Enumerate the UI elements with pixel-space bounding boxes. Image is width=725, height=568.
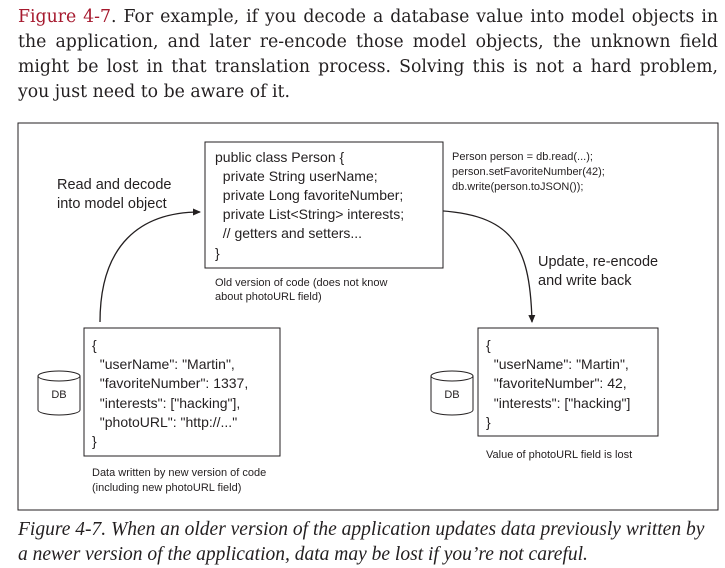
old-data-record-box <box>477 327 659 437</box>
old-code-caption: Old version of code (does not know about… <box>215 277 391 303</box>
update-reencode-label: Update, re-encode and write back <box>538 254 662 289</box>
db-label-left: DB <box>51 389 66 401</box>
update-code-snippet: Person person = db.read(...); person.set… <box>452 151 608 193</box>
figure-reference-link[interactable]: Figure 4-7 <box>18 7 112 27</box>
new-data-caption: Data written by new version of code (inc… <box>92 467 269 494</box>
paragraph-text: . For example, if you decode a database … <box>18 7 718 102</box>
database-icon-right: DB <box>430 370 474 416</box>
body-paragraph: Figure 4-7. For example, if you decode a… <box>18 5 718 105</box>
figure-caption: Figure 4-7. When an older version of the… <box>18 517 718 567</box>
old-code-listing: public class Person { private String use… <box>0 0 424 261</box>
field-lost-caption: Value of photoURL field is lost <box>486 449 632 461</box>
caption-text: . When an older version of the applicati… <box>18 519 705 565</box>
database-icon-left: DB <box>37 370 81 416</box>
caption-figure-number: Figure 4-7 <box>18 519 102 540</box>
db-label-right: DB <box>444 389 459 401</box>
new-data-record-box <box>83 327 281 457</box>
old-data-record: { "userName": "Martin", "favoriteNumber"… <box>486 337 630 430</box>
old-code-box <box>204 141 444 269</box>
read-decode-label: Read and decode into model object <box>57 177 176 212</box>
encode-arrow <box>424 209 536 323</box>
decode-arrow <box>99 208 201 323</box>
new-data-record: { "userName": "Martin", "favoriteNumber"… <box>0 0 268 449</box>
figure-frame <box>17 122 719 511</box>
